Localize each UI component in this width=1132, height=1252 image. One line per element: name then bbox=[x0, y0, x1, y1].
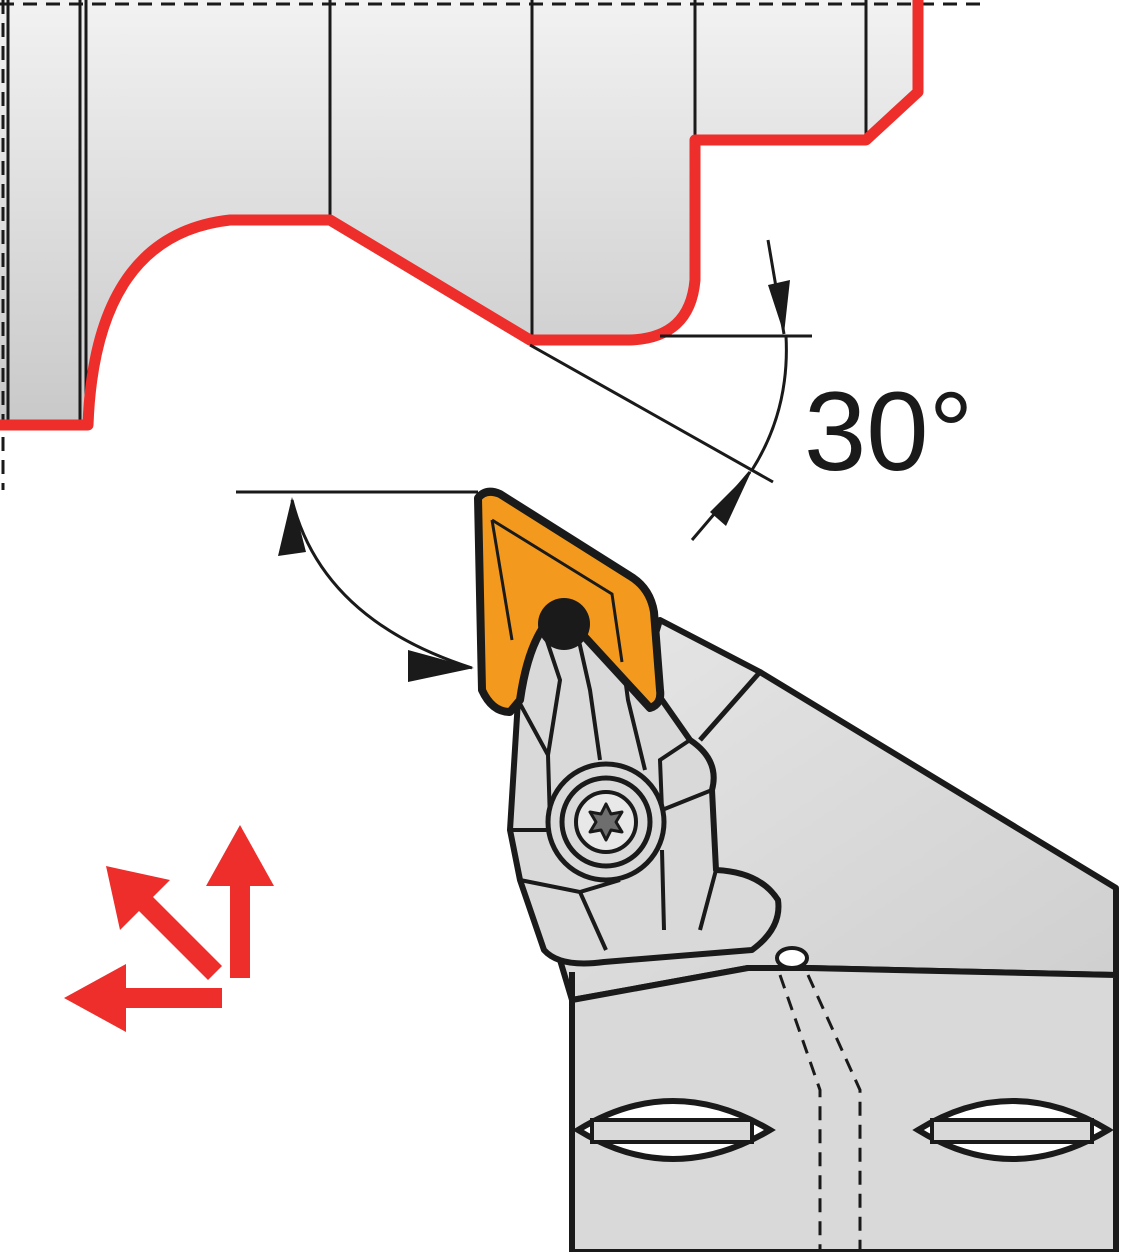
machined-contour-red bbox=[0, 0, 924, 431]
torx-screw-icon bbox=[545, 761, 667, 883]
insert-inner-edge bbox=[491, 518, 624, 663]
lead-angle-right-arrowhead bbox=[408, 650, 474, 682]
lead-angle-top-arrowhead bbox=[278, 497, 306, 556]
holder-slot-left bbox=[572, 1098, 776, 1162]
lower-arrowhead bbox=[710, 470, 752, 526]
back-clearance-angle-dimension bbox=[529, 239, 812, 541]
insert-clamp bbox=[507, 607, 782, 967]
angle-label: 30° bbox=[804, 369, 973, 494]
lead-angle-dimension bbox=[236, 490, 478, 682]
workpiece-body bbox=[0, 0, 918, 420]
upper-arrowhead bbox=[768, 280, 790, 334]
feed-direction-arrows-icon bbox=[64, 825, 274, 1032]
insert-center-hole bbox=[538, 598, 590, 650]
holder-head-edge-line bbox=[698, 670, 762, 742]
holder-shank bbox=[569, 965, 1119, 1252]
coolant-channel bbox=[778, 974, 862, 1252]
holder-slot-right bbox=[912, 1098, 1114, 1162]
cutting-insert bbox=[474, 487, 665, 716]
insert-inner-edge-left bbox=[490, 519, 514, 641]
inclined-reference-line bbox=[529, 343, 774, 484]
workpiece bbox=[0, 0, 980, 490]
coolant-hole bbox=[775, 946, 809, 970]
angle-arc bbox=[750, 335, 788, 471]
lead-angle-arc bbox=[290, 499, 473, 670]
workpiece-section-lines bbox=[6, 0, 868, 420]
